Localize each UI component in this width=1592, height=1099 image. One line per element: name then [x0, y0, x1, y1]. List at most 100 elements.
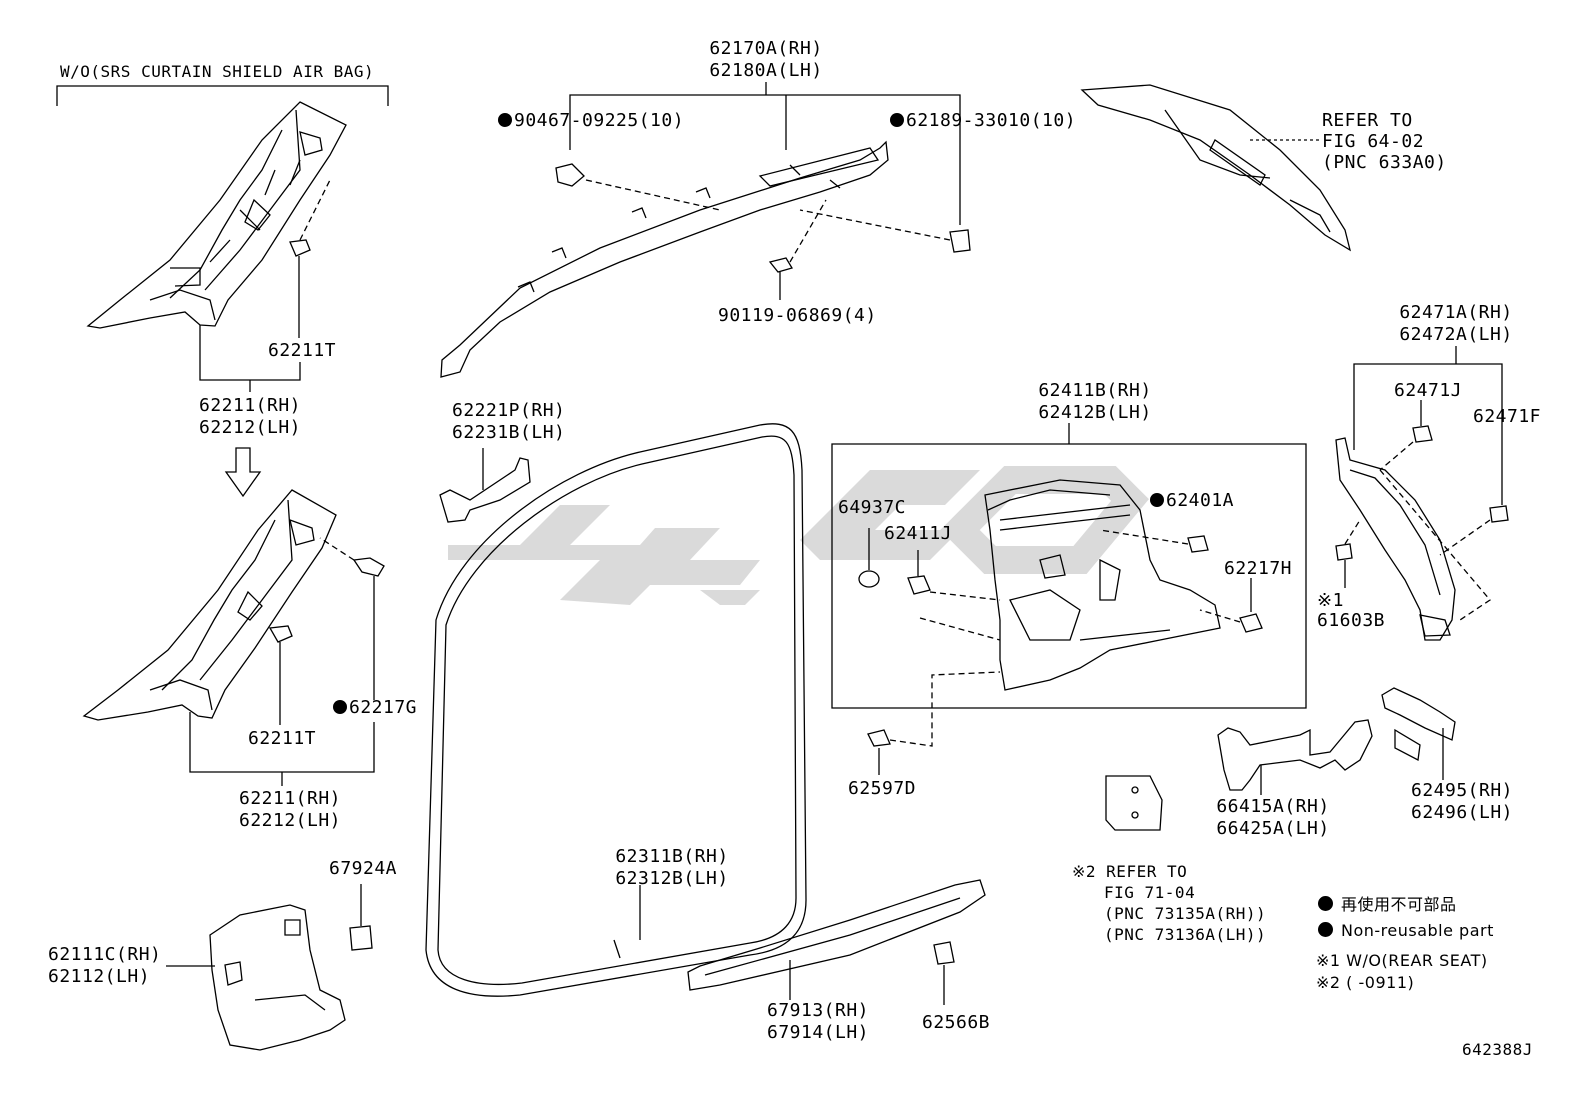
label-62471a: 62471A(RH) [1399, 302, 1513, 323]
cap-64937c [859, 528, 879, 587]
label-62211-rh-a: 62211(RH) [198, 395, 302, 416]
label-62221p: 62221P(RH) [452, 400, 566, 421]
label-62597d: 62597D [848, 778, 917, 799]
label-90119: 90119-06869(4) [718, 305, 877, 326]
clip-67924a [350, 884, 372, 950]
clip-90467 [556, 164, 721, 211]
front-pillar-garnish-lower [84, 490, 336, 720]
refer1-line1: REFER TO [1322, 110, 1413, 131]
header-bracket [57, 86, 388, 106]
label-64937c: 64937C [838, 497, 907, 518]
label-67914: 67914(LH) [766, 1022, 870, 1043]
dashed-leader [299, 179, 331, 241]
non-reusable-dot-icon [333, 700, 347, 714]
label-66425a: 66425A(LH) [1216, 818, 1330, 839]
label-62217g: 62217G [333, 697, 417, 719]
reinforcement-66415a [1218, 720, 1372, 795]
clip-62189 [799, 209, 970, 252]
refer2-line2: FIG 71-04 [1104, 883, 1196, 902]
non-reusable-dot-icon [1318, 896, 1333, 911]
cowl-side-trim [166, 905, 345, 1050]
label-62211-rh-b: 62211(RH) [238, 788, 342, 809]
airbag-leader-bracket [570, 95, 960, 225]
label-66415a: 66415A(RH) [1216, 796, 1330, 817]
label-62111c: 62111C(RH) [48, 944, 162, 965]
clip-62471j [1379, 400, 1432, 471]
label-90467: 90467-09225(10) [498, 110, 684, 132]
non-reusable-dot-icon [890, 113, 904, 127]
label-62189: 62189-33010(10) [890, 110, 1076, 132]
label-62411j: 62411J [884, 523, 953, 544]
legend-jp-text: 再使用不可部品 [1341, 895, 1457, 914]
bolt-90119 [770, 199, 827, 300]
diagram-id: 642388J [1462, 1040, 1533, 1059]
legend-jp: 再使用不可部品 [1318, 894, 1457, 916]
pillar-bracket-62221p [440, 448, 530, 522]
label-62231b: 62231B(LH) [452, 422, 566, 443]
label-62472a: 62472A(LH) [1399, 324, 1513, 345]
curtain-shield-airbag [441, 95, 888, 377]
label-62211t-b: 62211T [248, 728, 317, 749]
label-62189-text: 62189-33010(10) [906, 110, 1077, 131]
door-opening-trim [426, 424, 806, 996]
refer2-line4: (PNC 73136A(LH)) [1104, 925, 1267, 944]
label-62312b: 62312B(LH) [615, 868, 729, 889]
non-reusable-dot-icon [498, 113, 512, 127]
clip-61603b [1336, 519, 1361, 588]
label-62112: 62112(LH) [48, 966, 151, 987]
label-67924a: 67924A [329, 858, 398, 879]
label-62212-lh-b: 62212(LH) [238, 810, 342, 831]
rear-pillar-leader [1354, 364, 1502, 505]
header-note: W/O(SRS CURTAIN SHIELD AIR BAG) [60, 62, 375, 81]
label-62212-lh-a: 62212(LH) [198, 417, 302, 438]
legend-note1: ※1 W/O(REAR SEAT) [1316, 951, 1488, 970]
non-reusable-dot-icon [1318, 922, 1333, 937]
clip-62211t-b [270, 626, 292, 725]
legend-note2: ※2 ( -0911) [1316, 973, 1415, 992]
watermark-logo [448, 466, 1149, 605]
label-62211t-a: 62211T [268, 340, 337, 361]
scuff-plate [688, 880, 985, 1000]
clip-62566b [934, 942, 954, 1005]
label-62217g-text: 62217G [349, 697, 418, 718]
quarter-trim-panel [985, 480, 1220, 690]
refer2-line3: (PNC 73135A(RH)) [1104, 904, 1267, 923]
clip-62211t-a [290, 240, 310, 338]
label-62401a-text: 62401A [1166, 490, 1235, 511]
label-62496: 62496(LH) [1410, 802, 1514, 823]
label-62495: 62495(RH) [1410, 780, 1514, 801]
clip-62217h [1199, 578, 1262, 632]
legend-en-text: Non-reusable part [1341, 921, 1494, 940]
legend-en: Non-reusable part [1318, 920, 1494, 942]
label-62217h: 62217H [1224, 558, 1293, 579]
label-62411b: 62411B(RH) [1038, 380, 1152, 401]
refer2-line1: ※2 REFER TO [1072, 862, 1188, 881]
label-90467-text: 90467-09225(10) [514, 110, 685, 131]
clip-62597d [868, 672, 1000, 775]
label-62170a: 62170A(RH) [709, 38, 823, 59]
clip-62401a [1099, 529, 1208, 552]
label-67913: 67913(RH) [766, 1000, 870, 1021]
label-61603b: 61603B [1317, 610, 1386, 631]
label-62180a: 62180A(LH) [709, 60, 823, 81]
screw-62217g [319, 537, 384, 700]
bracket-62495 [1382, 688, 1455, 780]
reference-part-73135a [1106, 776, 1162, 830]
rear-pillar-garnish [1336, 438, 1455, 640]
front-pillar-garnish-upper [88, 102, 346, 328]
non-reusable-dot-icon [1150, 493, 1164, 507]
refer1-line2: FIG 64-02 [1322, 131, 1425, 152]
refer1-line3: (PNC 633A0) [1322, 152, 1447, 173]
label-62471f: 62471F [1473, 406, 1542, 427]
label-62566b: 62566B [922, 1012, 991, 1033]
label-62401a: 62401A [1150, 490, 1234, 512]
reference-part-633a0 [1082, 85, 1350, 250]
clip-62471f [1380, 470, 1508, 620]
label-62471j: 62471J [1394, 380, 1463, 401]
down-arrow-icon [226, 448, 260, 496]
note1-mark: ※1 [1317, 590, 1344, 611]
label-62311b: 62311B(RH) [615, 846, 729, 867]
clip-62411j [908, 550, 1001, 641]
label-62412b: 62412B(LH) [1038, 402, 1152, 423]
